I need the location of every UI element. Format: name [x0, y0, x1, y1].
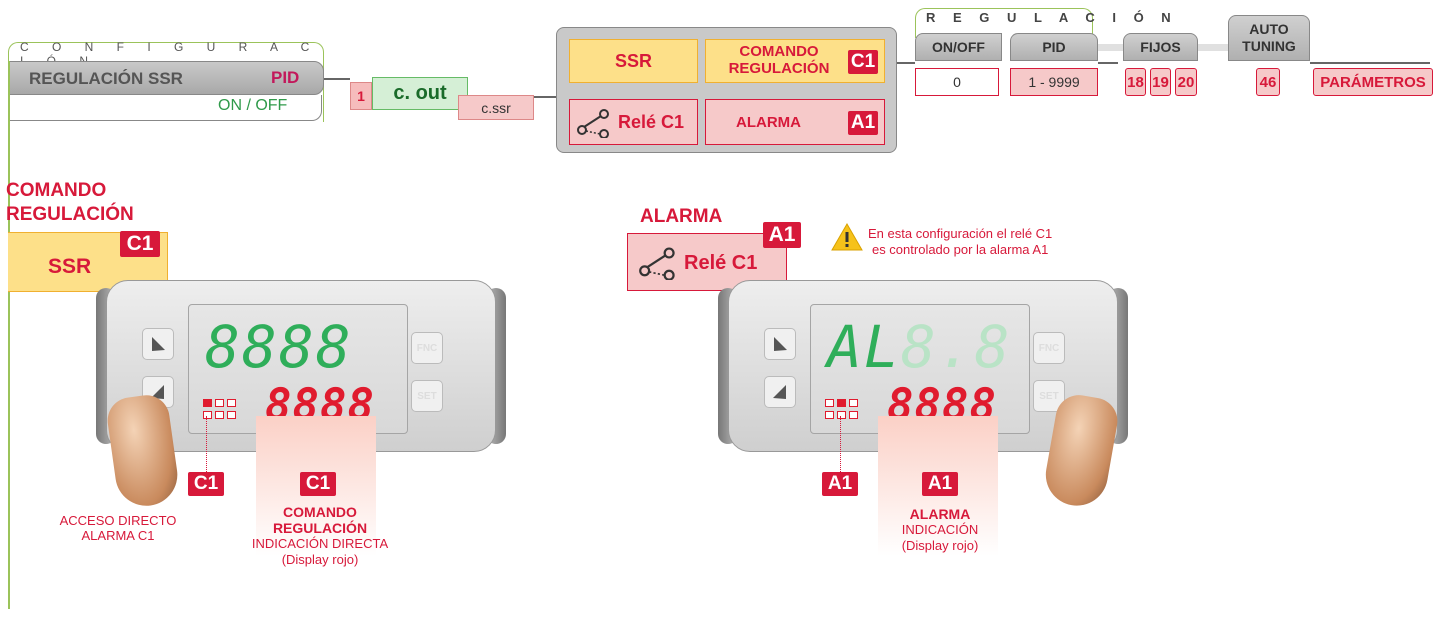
parameters-link[interactable]: PARÁMETROS — [1313, 68, 1433, 96]
dotted-pointer — [206, 416, 207, 472]
up-button[interactable] — [142, 328, 174, 360]
connector-line — [1098, 62, 1118, 64]
pid-range: 1 - 9999 — [1010, 68, 1098, 96]
left-led-note: ACCESO DIRECTO ALARMA C1 — [59, 513, 177, 543]
set-button[interactable]: SET — [1033, 380, 1065, 412]
c1-badge: C1 — [848, 50, 878, 74]
connector-line — [1310, 62, 1430, 64]
led — [227, 411, 236, 419]
param-19[interactable]: 19 — [1150, 68, 1171, 96]
param-20[interactable]: 20 — [1175, 68, 1197, 96]
output-value[interactable]: c.ssr — [458, 95, 534, 120]
connector-line — [897, 62, 915, 64]
down-button[interactable] — [764, 376, 796, 408]
fnc-button[interactable]: FNC — [411, 332, 443, 364]
config-type-label: PID — [271, 68, 300, 87]
tab-pid[interactable]: PID — [1010, 33, 1098, 61]
output-number: 1 — [350, 82, 372, 110]
arrow-up-icon — [152, 337, 165, 351]
arrow-down-icon — [773, 385, 786, 399]
relay-switch-icon — [577, 109, 609, 138]
connector-line — [324, 78, 350, 80]
left-ssr-label: SSR — [48, 255, 92, 278]
right-display-top: AL8.8 — [827, 313, 1012, 381]
tab-autotuning[interactable]: AUTO TUNING — [1228, 15, 1310, 61]
alarm-label: ALARMA — [736, 114, 801, 131]
right-relay-box: Relé C1 — [627, 233, 787, 291]
param-46[interactable]: 46 — [1256, 68, 1280, 96]
led-a1 — [837, 399, 846, 407]
left-display-screen: 8888 8888 — [188, 304, 408, 434]
alarm-box: ALARMA A1 — [705, 99, 885, 145]
relay-label: Relé C1 — [618, 112, 685, 132]
relay-box: Relé C1 — [569, 99, 698, 145]
left-heading: COMANDO REGULACIÓN — [6, 180, 134, 225]
warning-text: En esta configuración el relé C1 es cont… — [868, 226, 1053, 257]
led-c1 — [203, 399, 212, 407]
regulation-track — [1098, 44, 1308, 51]
config-mode-bar: REGULACIÓN SSR PID — [8, 61, 324, 95]
left-indication-badge: C1 — [300, 472, 336, 496]
led — [849, 399, 858, 407]
a1-badge: A1 — [848, 111, 878, 135]
config-mode-label: REGULACIÓN SSR — [29, 69, 183, 88]
command-regulation-label: COMANDO REGULACIÓN — [728, 43, 830, 77]
relay-switch-icon — [639, 247, 675, 280]
led — [825, 411, 834, 419]
regulation-title: R E G U L A C I Ó N — [926, 10, 1178, 25]
right-led-badge: A1 — [822, 472, 858, 496]
right-display-screen: AL8.8 8888 — [810, 304, 1030, 434]
led — [215, 399, 224, 407]
config-onoff-label: ON / OFF — [218, 97, 288, 114]
left-indication-text: COMANDO REGULACIÓN INDICACIÓN DIRECTA (D… — [251, 504, 389, 567]
config-onoff-bracket — [8, 95, 322, 121]
left-c1-badge: C1 — [120, 231, 160, 257]
tab-fixed[interactable]: FIJOS — [1123, 33, 1198, 61]
led — [849, 411, 858, 419]
warning-icon — [831, 222, 863, 251]
led — [837, 411, 846, 419]
right-indication-badge: A1 — [922, 472, 958, 496]
output-parameter[interactable]: c. out — [372, 77, 468, 110]
connector-line — [534, 96, 556, 98]
dotted-pointer — [840, 416, 841, 472]
led — [825, 399, 834, 407]
led — [203, 411, 212, 419]
right-heading: ALARMA — [640, 206, 723, 227]
right-relay-label: Relé C1 — [684, 252, 758, 274]
arrow-up-icon — [774, 337, 787, 351]
led — [227, 399, 236, 407]
config-vertical-line — [8, 61, 10, 609]
param-18[interactable]: 18 — [1125, 68, 1146, 96]
regulation-outline — [915, 8, 1093, 38]
left-display-top: 8888 — [205, 313, 353, 381]
onoff-value: 0 — [915, 68, 999, 96]
arrow-down-icon — [151, 385, 164, 399]
right-indication-text: ALARMA INDICACIÓN (Display rojo) — [901, 506, 979, 553]
led — [215, 411, 224, 419]
ssr-output-box: SSR — [569, 39, 698, 83]
command-regulation-box: COMANDO REGULACIÓN C1 — [705, 39, 885, 83]
fnc-button[interactable]: FNC — [1033, 332, 1065, 364]
set-button[interactable]: SET — [411, 380, 443, 412]
right-a1-badge: A1 — [763, 222, 801, 248]
up-button[interactable] — [764, 328, 796, 360]
tab-onoff[interactable]: ON/OFF — [915, 33, 1002, 61]
left-led-badge: C1 — [188, 472, 224, 496]
